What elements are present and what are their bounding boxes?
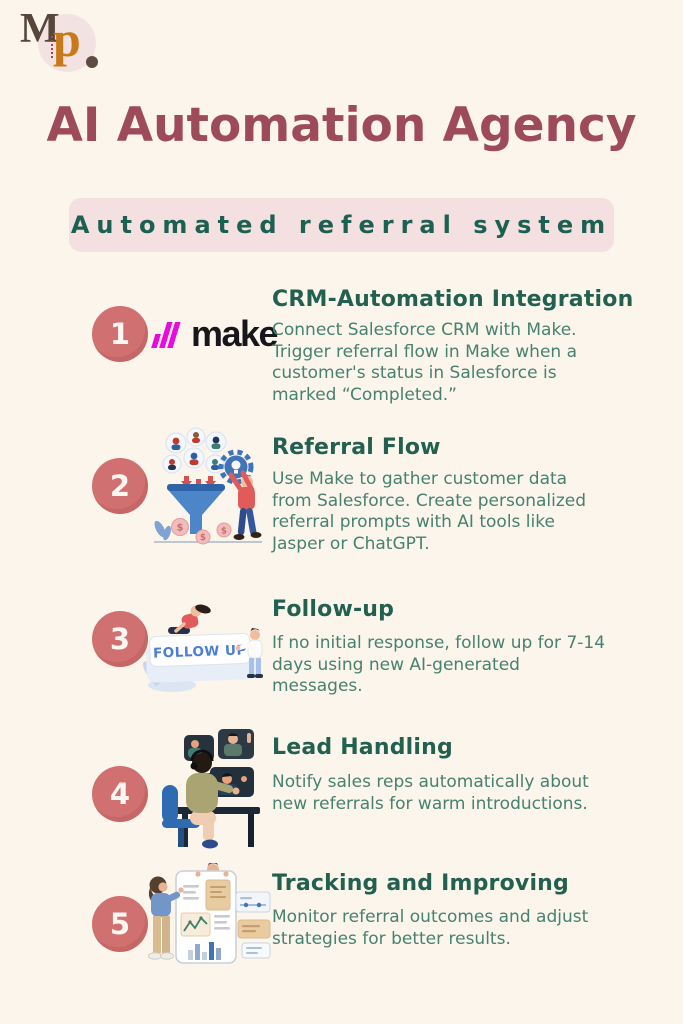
standing-person-figure: [235, 628, 263, 678]
floating-card-slider: [235, 891, 271, 913]
logo-tagline-mark: [51, 36, 53, 58]
referral-funnel-illustration: $ $ $: [146, 427, 268, 551]
logo-letter-m: M: [20, 6, 60, 52]
logo-letter-p: p: [53, 11, 81, 67]
tan-card: [205, 879, 231, 911]
person-figure: [228, 470, 262, 540]
step-4-title: Lead Handling: [272, 735, 453, 760]
svg-text:$: $: [177, 523, 184, 534]
floating-card-lines: [241, 942, 271, 959]
pointing-person-figure: [148, 876, 184, 960]
svg-text:$: $: [200, 533, 206, 543]
make-logo: make: [151, 312, 279, 356]
video-call-illustration: [148, 727, 266, 851]
step-2-number-badge: 2: [92, 458, 148, 514]
plant-icon: [154, 520, 171, 541]
step-1-number: 1: [109, 317, 131, 351]
step-3-number: 3: [109, 622, 131, 656]
dollar-coins: $ $ $: [171, 518, 232, 545]
subtitle-text: Automated referral system: [70, 211, 613, 239]
step-4-number: 4: [109, 777, 131, 811]
step-1-title: CRM-Automation Integration: [272, 287, 634, 312]
panel-text-lines: [183, 885, 230, 930]
step-1-description: Connect Salesforce CRM with Make. Trigge…: [272, 320, 578, 405]
analytics-review-illustration: [138, 860, 274, 976]
svg-text:$: $: [221, 527, 227, 537]
logo-dot: [86, 56, 98, 68]
chair: [162, 785, 200, 847]
follow-up-banner-text: FOLLOW UP: [153, 642, 247, 661]
line-chart-icon: [180, 912, 211, 937]
step-4-description: Notify sales reps automatically about ne…: [272, 772, 589, 814]
follow-up-banner-illustration: FOLLOW UP: [138, 597, 272, 699]
step-2-description: Use Make to gather customer data from Sa…: [272, 469, 587, 554]
step-3-title: Follow-up: [272, 597, 395, 622]
brand-logo: M p: [20, 6, 112, 88]
funnel-icon: [167, 484, 225, 534]
seated-person-figure: [186, 749, 240, 849]
make-wordmark: make: [191, 312, 279, 354]
avatar-heads: [168, 432, 221, 470]
subtitle-banner: Automated referral system: [69, 198, 614, 252]
page-title: AI Automation Agency: [46, 98, 637, 153]
step-4-number-badge: 4: [92, 766, 148, 822]
sitting-person-figure: [168, 604, 211, 634]
floating-card-tan: [237, 919, 271, 939]
step-5-title: Tracking and Improving: [272, 871, 569, 896]
step-1-number-badge: 1: [92, 306, 148, 362]
step-3-description: If no initial response, follow up for 7-…: [272, 633, 606, 696]
make-icon: [151, 322, 181, 348]
step-2-title: Referral Flow: [272, 435, 441, 460]
step-5-number: 5: [109, 907, 131, 941]
step-5-description: Monitor referral outcomes and adjust str…: [272, 907, 589, 949]
bar-chart-icon: [188, 942, 221, 960]
step-5-number-badge: 5: [92, 896, 148, 952]
step-3-number-badge: 3: [92, 611, 148, 667]
leaning-hands: [195, 871, 229, 877]
step-2-number: 2: [109, 469, 131, 503]
